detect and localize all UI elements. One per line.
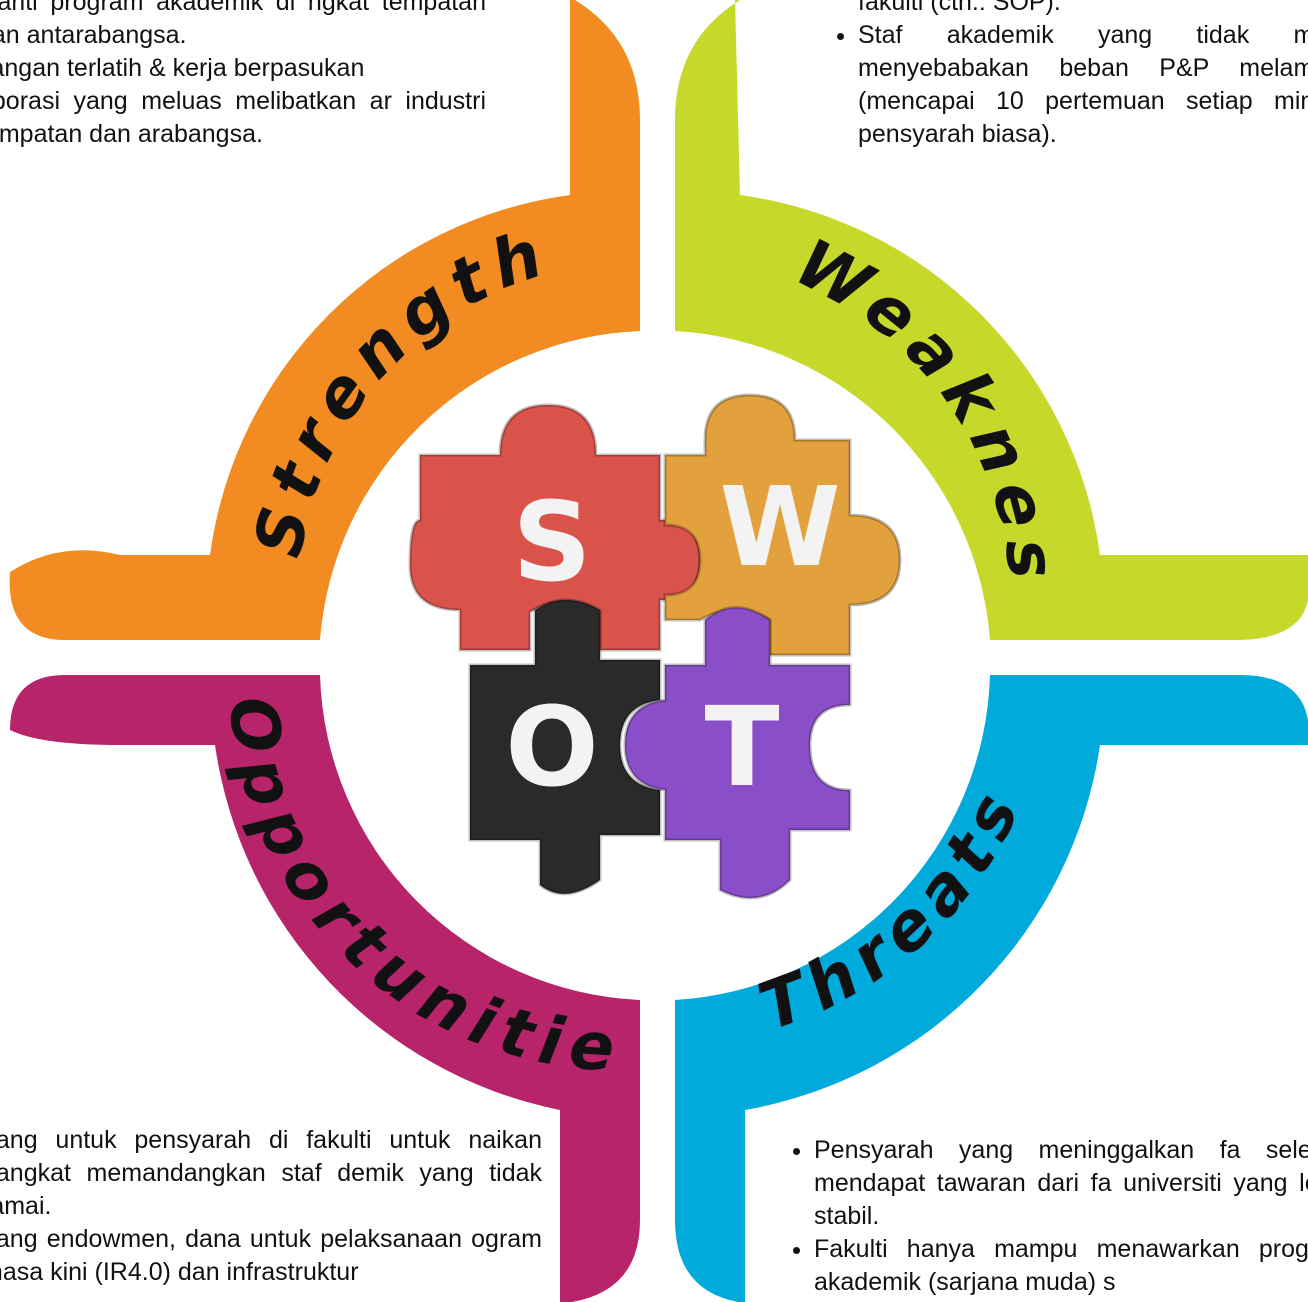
- list-item: Pensyarah yang meninggalkan fa selepas m…: [814, 1134, 1308, 1233]
- strengths-band: [9, 0, 641, 640]
- threats-list: Pensyarah yang meninggalkan fa selepas m…: [792, 1134, 1308, 1299]
- piece-t-shape: [623, 606, 852, 900]
- weakness-text: fakulti (cth.: SOP). Staf akademik yang …: [836, 0, 1308, 151]
- weakness-list-bullets: Staf akademik yang tidak meno menyebabak…: [836, 19, 1308, 151]
- strengths-text: ulariti program akademik di ngkat tempat…: [0, 0, 486, 151]
- piece-o-shape: [468, 598, 662, 896]
- weakness-list: fakulti (cth.: SOP).: [836, 0, 1308, 19]
- piece-w-letter: W: [719, 463, 840, 591]
- list-item: Fakulti hanya mampu menawarkan program a…: [814, 1233, 1308, 1299]
- piece-w-shape: [663, 393, 902, 657]
- opportunities-text: uang untuk pensyarah di fakulti untuk na…: [0, 1124, 542, 1289]
- swot-puzzle: S W O T: [408, 393, 902, 900]
- list-item: uang untuk pensyarah di fakulti untuk na…: [0, 1124, 542, 1223]
- strengths-list: ulariti program akademik di ngkat tempat…: [0, 0, 486, 151]
- piece-t-letter: T: [704, 683, 779, 811]
- weakness-band: [675, 0, 1308, 640]
- list-item: itangan terlatih & kerja berpasukan: [0, 54, 365, 82]
- list-item: uang endowmen, dana untuk pelaksanaan og…: [0, 1223, 542, 1289]
- opportunities-band: [10, 675, 640, 1302]
- list-item: aborasi yang meluas melibatkan ar indust…: [0, 87, 486, 148]
- puzzle-piece-o: O: [468, 598, 662, 896]
- threats-band: [675, 675, 1308, 1302]
- opportunities-list: uang untuk pensyarah di fakulti untuk na…: [0, 1124, 542, 1289]
- puzzle-piece-w: W: [663, 393, 902, 657]
- list-item: Staf akademik yang tidak meno menyebabak…: [858, 19, 1308, 151]
- piece-o-letter: O: [505, 683, 599, 811]
- threats-text: Pensyarah yang meninggalkan fa selepas m…: [792, 1134, 1308, 1299]
- list-item: ulariti program akademik di ngkat tempat…: [0, 0, 486, 49]
- puzzle-piece-t: T: [623, 606, 852, 900]
- list-item: fakulti (cth.: SOP).: [858, 0, 1061, 16]
- piece-s-letter: S: [512, 478, 591, 606]
